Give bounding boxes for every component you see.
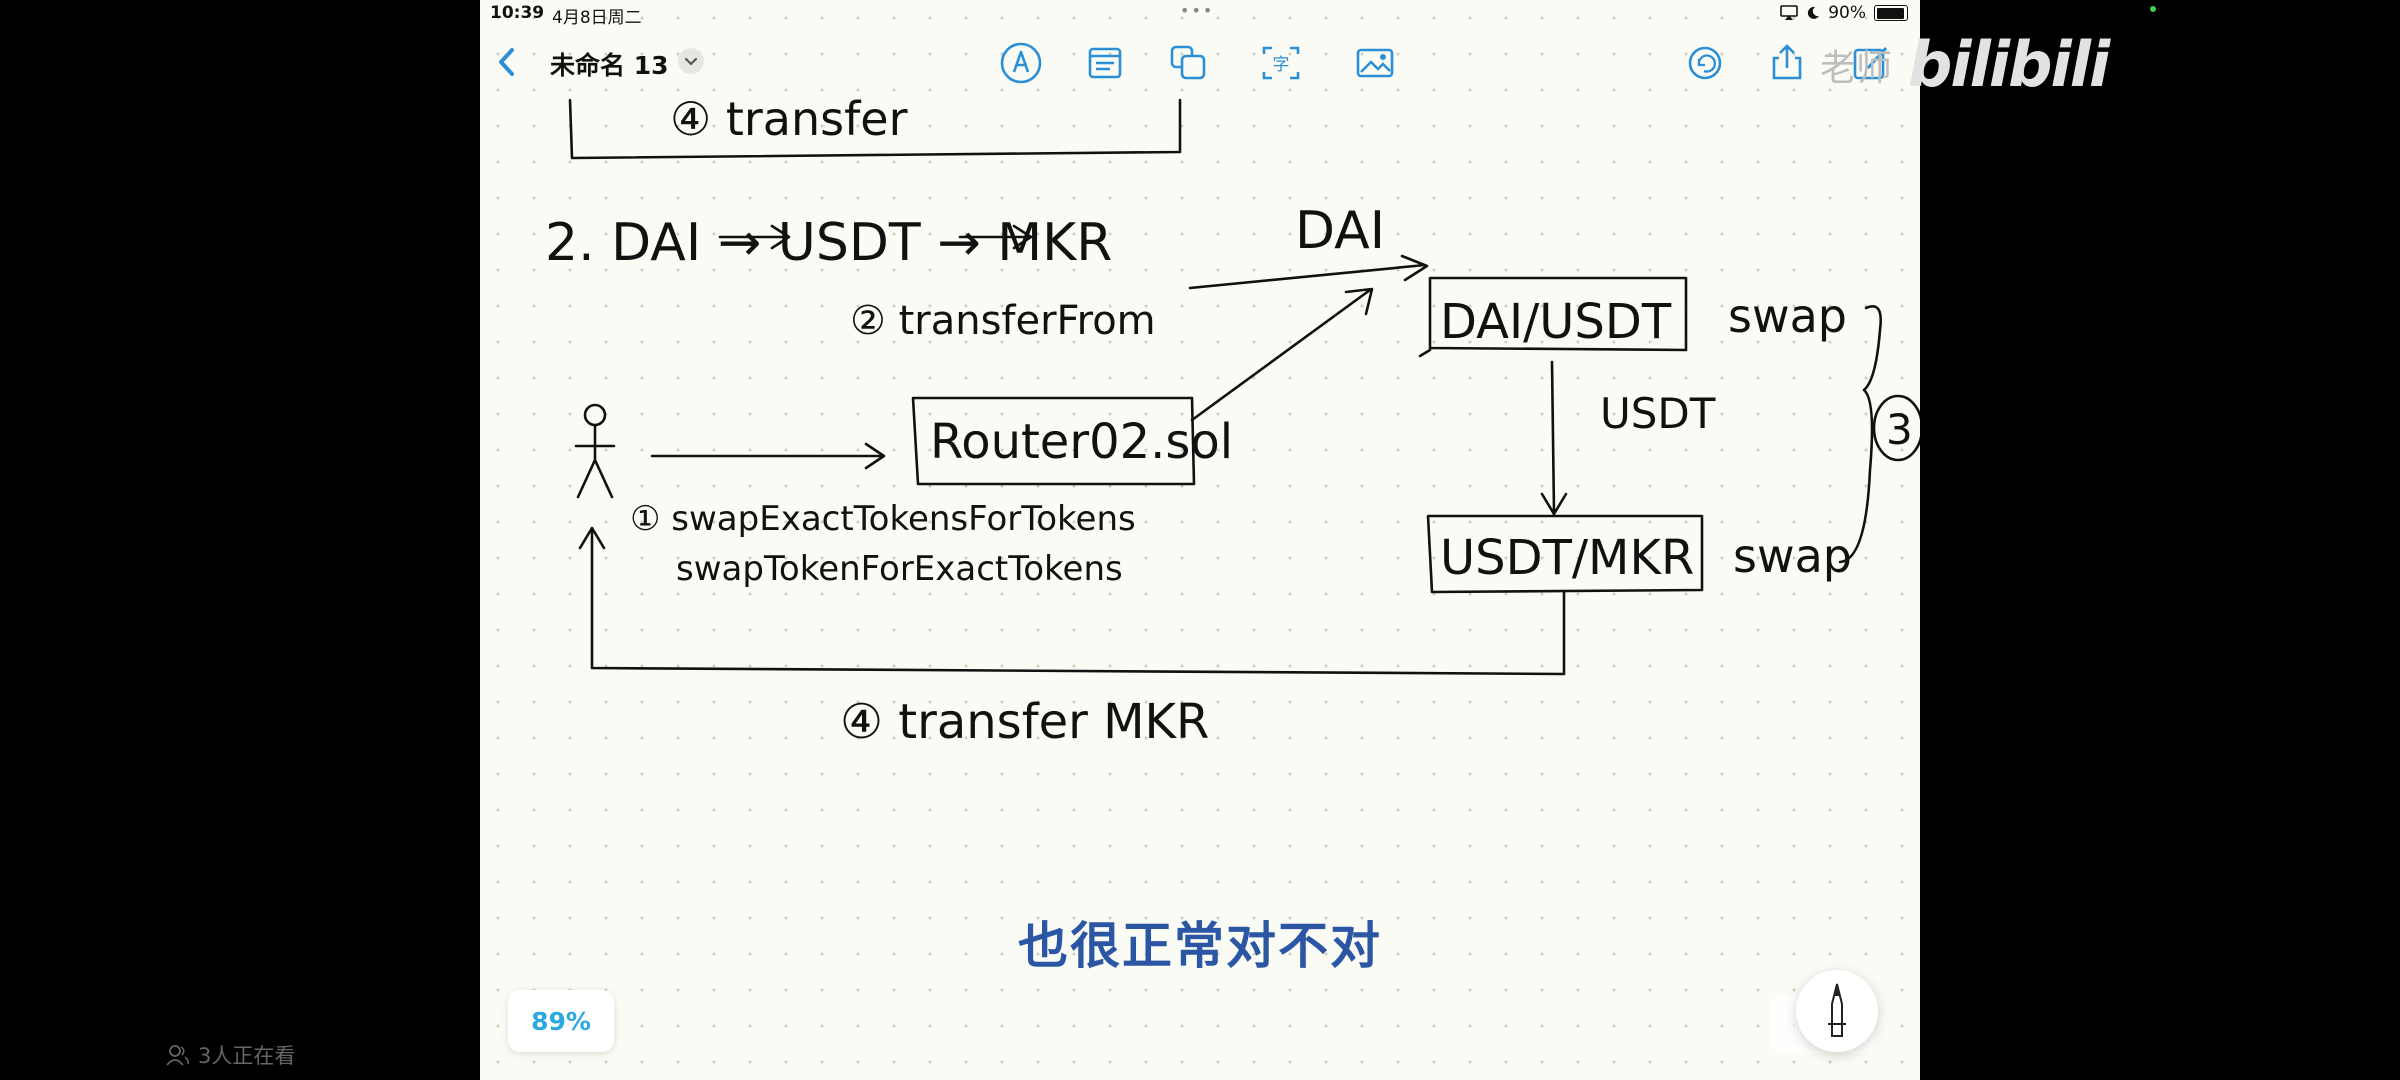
chevron-down-icon[interactable]	[678, 48, 704, 74]
text-recognition-icon[interactable]: 字	[1258, 40, 1304, 86]
step-title: 2. DAI → USDT → MKR	[545, 213, 1112, 273]
people-icon	[166, 1045, 189, 1066]
undo-icon[interactable]	[1682, 40, 1728, 86]
router-label: Router02.sol	[930, 414, 1233, 470]
status-bar: 10:39 4月8日周二 ••• 90%	[480, 0, 1920, 28]
bilibili-logo: bilibili	[1908, 28, 2110, 101]
status-date: 4月8日周二	[552, 8, 642, 28]
usdt-flow-label: USDT	[1600, 389, 1716, 438]
back-chevron-icon[interactable]	[492, 42, 522, 82]
step2-label: ② transferFrom	[850, 298, 1156, 344]
bilibili-watermark: 老师 bilibili	[1820, 28, 2110, 101]
pen-tool-icon[interactable]	[998, 40, 1044, 86]
step1-line2: swapTokenForExactTokens	[676, 549, 1123, 589]
status-time: 10:39	[490, 3, 545, 23]
shapes-icon[interactable]	[1166, 40, 1212, 86]
video-subtitle: 也很正常对不对	[1018, 917, 1382, 975]
pair-dai-usdt-label: DAI/USDT	[1440, 294, 1672, 350]
battery-percent: 90%	[1828, 3, 1866, 23]
status-right: 90%	[1780, 3, 1908, 23]
dai-label: DAI	[1295, 201, 1385, 261]
pencil-icon[interactable]	[1796, 970, 1878, 1052]
step4-label: ④ transfer MKR	[840, 694, 1209, 750]
text-box-icon[interactable]	[1082, 40, 1128, 86]
share-icon[interactable]	[1764, 40, 1810, 86]
pair-usdt-mkr-label: USDT/MKR	[1440, 530, 1694, 586]
document-title[interactable]: 未命名 13	[550, 51, 669, 80]
top-transfer-label: ④ transfer	[670, 92, 908, 146]
zoom-level-chip[interactable]: 89%	[508, 990, 614, 1052]
handwritten-diagram[interactable]: ④ transfer 2. DAI → USDT → MKR DAI ② tra…	[480, 0, 1920, 1080]
recording-indicator	[2150, 6, 2156, 12]
step1-line1: ① swapExactTokensForTokens	[630, 499, 1136, 539]
swap2-label: swap	[1733, 529, 1852, 583]
notes-app-screen: 10:39 4月8日周二 ••• 90% 未命名 13	[480, 0, 1920, 1080]
image-icon[interactable]	[1352, 40, 1398, 86]
screen-mirroring-icon	[1780, 5, 1799, 20]
swap1-label: swap	[1728, 289, 1847, 343]
viewer-count-text: 3人正在看	[198, 1044, 296, 1068]
svg-text:字: 字	[1273, 55, 1290, 75]
bracket-number: 3	[1886, 405, 1913, 454]
viewer-count: 3人正在看	[166, 1040, 295, 1070]
new-note-icon[interactable]	[1848, 40, 1894, 86]
moon-icon	[1808, 6, 1820, 19]
watermark-text: 老师	[1820, 47, 1893, 89]
notes-toolbar: 未命名 13 字	[480, 34, 1920, 90]
battery-icon	[1874, 5, 1908, 21]
multitask-dots[interactable]: •••	[1180, 1, 1215, 20]
